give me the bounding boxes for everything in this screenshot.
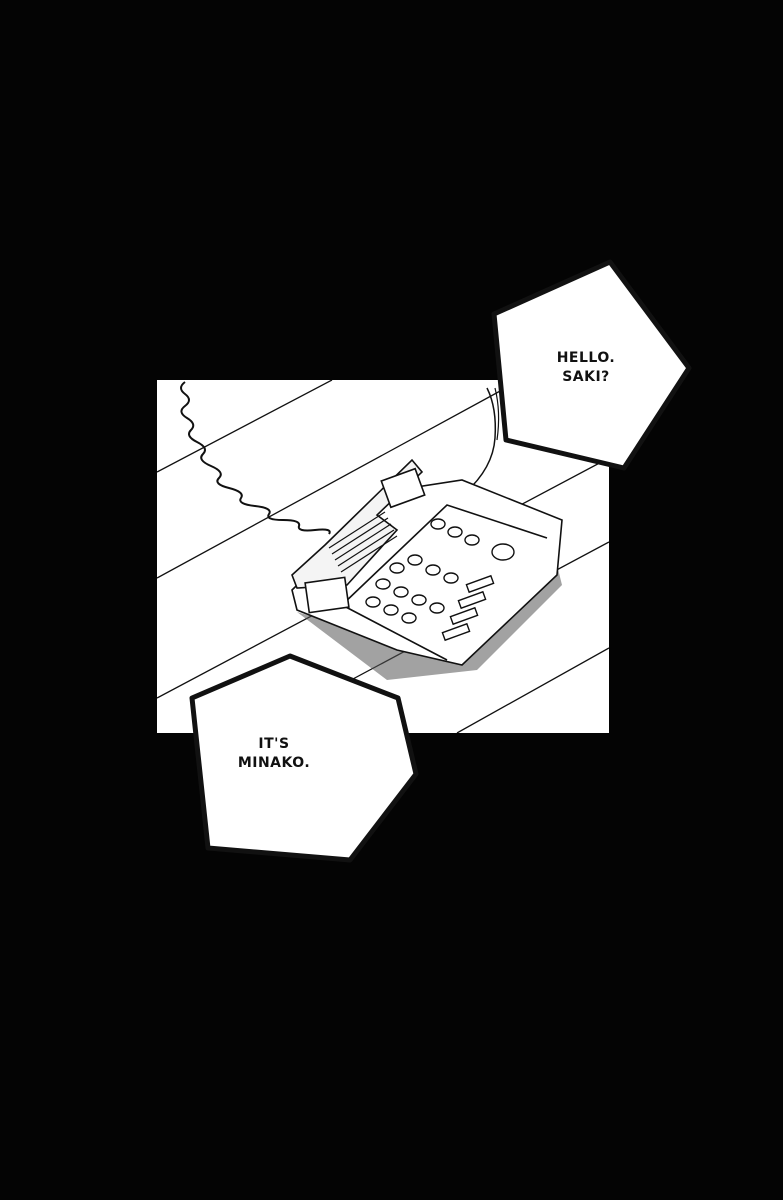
keypad	[365, 518, 515, 642]
speech-bubble-hello: HELLO. SAKI?	[486, 256, 696, 476]
bubble-line: IT'S	[258, 736, 290, 752]
bubble-line: SAKI?	[562, 369, 610, 385]
speech-bubble-outline	[491, 259, 692, 471]
bubble-line: MINAKO.	[237, 755, 311, 771]
telephone-illustration	[157, 380, 609, 733]
phone-cord-icon	[180, 381, 331, 535]
bubble-text: IT'S MINAKO.	[224, 735, 324, 773]
bubble-line: HELLO.	[556, 350, 616, 366]
bubble-text: HELLO. SAKI?	[536, 349, 636, 387]
phone-shadow	[297, 565, 562, 680]
speech-bubble-minako: IT'S MINAKO.	[184, 650, 424, 864]
speech-bubble-outline	[189, 653, 419, 863]
